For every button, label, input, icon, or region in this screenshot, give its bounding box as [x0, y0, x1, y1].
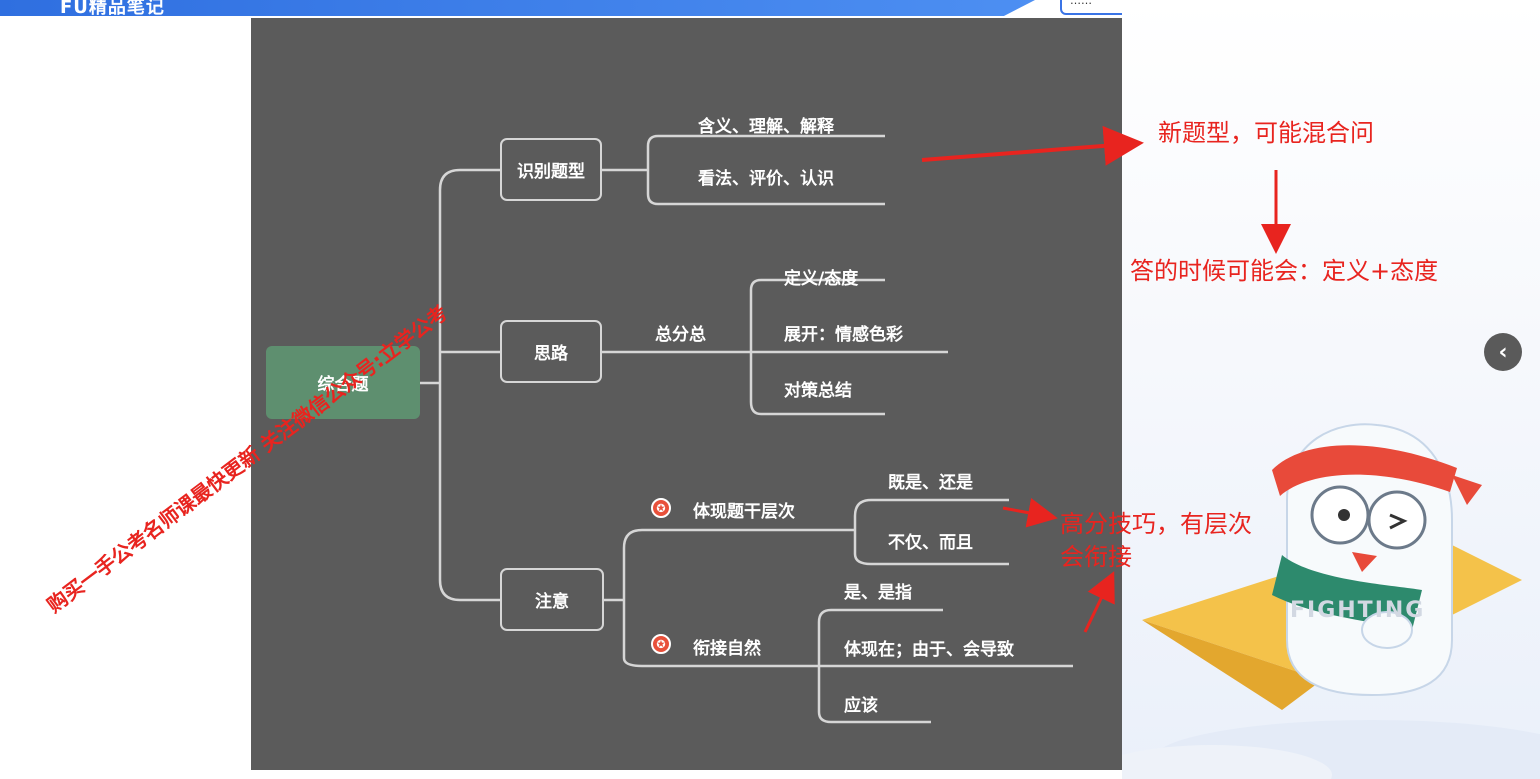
annotation-note3-line1: 高分技巧，有层次 [1060, 510, 1252, 538]
sub2-leaf-3[interactable]: 应该 [844, 696, 878, 716]
branch1-connector [602, 134, 885, 206]
sub1-label[interactable]: 体现题干层次 [693, 502, 795, 522]
sub2-label[interactable]: 衔接自然 [693, 639, 761, 659]
sub2-star-icon: ✪ [651, 634, 671, 654]
branch1-node[interactable]: 识别题型 [500, 138, 602, 201]
branch1-leaf-2[interactable]: 看法、评价、认识 [698, 169, 834, 189]
branch2-connector [602, 278, 948, 416]
branch3-node[interactable]: 注意 [500, 568, 604, 631]
mindmap-connectors [420, 134, 1073, 724]
top-banner: FU精品笔记 [0, 0, 1035, 16]
sub2-leaf-2[interactable]: 体现在；由于、会导致 [844, 640, 1014, 660]
trunk-line [438, 168, 500, 602]
branch2-leaf-1[interactable]: 定义/态度 [784, 269, 859, 289]
mindmap-panel: 综合题 识别题型 含义、理解、解释 看法、评价、认识 思路 总分总 定义/态度 … [251, 18, 1122, 770]
sub2-connector [815, 608, 1073, 724]
annotation-note3-line2: 会衔接 [1060, 543, 1132, 571]
branch3-label: 注意 [535, 592, 569, 612]
annotation-note1: 新题型，可能混合问 [1158, 119, 1374, 147]
banner-title: FU精品笔记 [60, 0, 165, 16]
chevron-left-icon: ‹ [1498, 339, 1508, 365]
sub2-leaf-1[interactable]: 是、是指 [844, 583, 912, 603]
root-node[interactable]: 综合题 [266, 346, 420, 419]
collapse-panel-button[interactable]: ‹ [1484, 333, 1522, 371]
branch2-leaf-3[interactable]: 对策总结 [784, 381, 852, 401]
branch3-connector [604, 528, 831, 668]
branch1-leaf-1[interactable]: 含义、理解、解释 [698, 117, 834, 137]
arrow-from-sub2 [1083, 571, 1115, 633]
annotation-note2: 答的时候可能会：定义+态度 [1130, 257, 1439, 285]
sub1-star-icon: ✪ [651, 498, 671, 518]
arrow-to-note3 [1002, 497, 1058, 528]
branch2-leaf-2[interactable]: 展开：情感色彩 [784, 325, 903, 345]
top-notice-text: …… [1070, 0, 1092, 7]
branch2-middle[interactable]: 总分总 [655, 325, 706, 345]
branch2-label: 思路 [534, 344, 568, 364]
sub1-connector [831, 498, 1009, 566]
sub1-leaf-2[interactable]: 不仅、而且 [888, 533, 973, 553]
arrow-to-note1 [921, 125, 1144, 166]
root-label: 综合题 [317, 375, 369, 395]
branch1-label: 识别题型 [517, 162, 585, 182]
branch2-node[interactable]: 思路 [500, 320, 602, 383]
mascot-text: FIGHTING [1290, 598, 1426, 623]
mascot-illustration [1122, 423, 1540, 779]
sub1-leaf-1[interactable]: 既是、还是 [888, 473, 973, 493]
